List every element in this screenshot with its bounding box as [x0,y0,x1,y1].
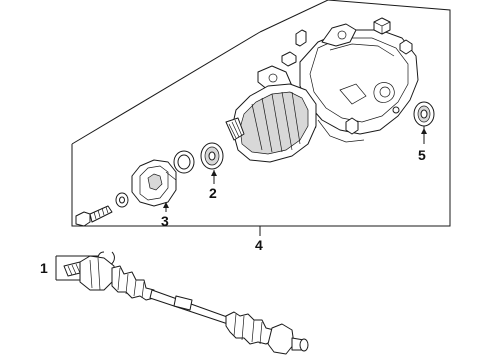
vent-plug-and-bolts [281,17,413,135]
leader-arrow-2 [211,170,217,176]
callout-5: 5 [418,147,426,163]
assembly-boundary [71,0,451,227]
pinion-washer [173,150,195,174]
differential-housing [225,23,419,163]
callout-2: 2 [209,185,217,201]
axle-shaft-seal [413,101,435,127]
callout-4: 4 [255,237,263,253]
flange-bolt [75,205,113,227]
flange-washer [115,192,129,208]
axle-shaft-assembly [55,251,309,355]
companion-flange [131,159,177,207]
leader-arrow-3 [163,202,169,208]
leader-arrow-5 [421,128,427,134]
callout-3: 3 [161,213,169,229]
pinion-seal [200,142,224,170]
callout-1: 1 [40,260,48,276]
